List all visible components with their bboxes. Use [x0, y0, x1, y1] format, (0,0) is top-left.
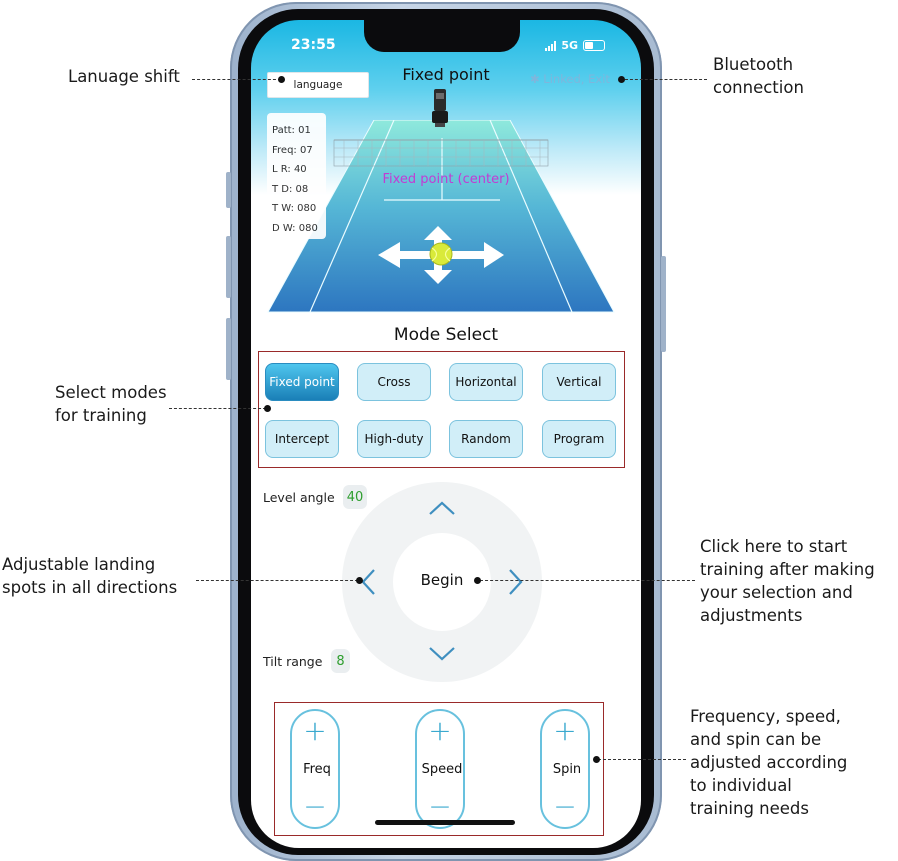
callout-text-line: connection — [713, 78, 804, 97]
callout-text-line: adjusted according — [690, 753, 848, 772]
callout-text-line: spots in all directions — [2, 578, 178, 597]
callout-text-line: training needs — [690, 799, 809, 818]
param-row: D W: 080 — [272, 222, 318, 234]
freq-control: + Freq − — [290, 709, 340, 829]
arrow-right-icon[interactable] — [508, 568, 524, 596]
param-row: L R: 40 — [272, 164, 307, 175]
callout-adjust-dot — [593, 756, 600, 763]
mode-button-random[interactable]: Random — [449, 420, 523, 458]
battery-icon — [583, 40, 605, 51]
notch — [364, 20, 520, 52]
modes-highlight-box — [258, 351, 625, 468]
tilt-range-label: Tilt range — [263, 654, 323, 669]
mute-switch — [226, 172, 231, 208]
arrow-up-icon[interactable] — [428, 500, 456, 516]
param-row: Freq: 07 — [272, 144, 313, 156]
callout-language: Lanuage shift — [68, 67, 180, 86]
spin-label: Spin — [552, 762, 582, 777]
callout-modes-line — [169, 408, 266, 409]
level-angle-label: Level angle — [263, 490, 335, 505]
level-angle-value: 40 — [343, 485, 367, 509]
callout-begin-line — [480, 580, 695, 581]
callout-modes: Select modes for training — [55, 381, 167, 427]
speed-plus-button[interactable]: + — [428, 714, 452, 747]
callout-text-line: adjustments — [700, 606, 803, 625]
speed-label: Speed — [421, 762, 463, 777]
spin-control: + Spin − — [540, 709, 590, 829]
callout-text-line: Bluetooth — [713, 55, 794, 74]
bluetooth-status-link[interactable]: ✱ Linked, Exit — [530, 72, 610, 86]
param-row: Patt: 01 — [272, 125, 311, 136]
mode-select-title: Mode Select — [393, 325, 499, 345]
callout-text-line: training after making — [700, 560, 875, 579]
spin-plus-button[interactable]: + — [553, 714, 577, 747]
home-indicator — [375, 820, 515, 825]
mode-button-horizontal[interactable]: Horizontal — [449, 363, 523, 401]
freq-minus-button[interactable]: − — [303, 790, 327, 823]
status-time: 23:55 — [291, 37, 336, 53]
spin-minus-button[interactable]: − — [553, 790, 577, 823]
app-screen: 23:55 5G language Fixed point ✱ Linked, … — [251, 20, 641, 848]
network-type: 5G — [561, 39, 578, 52]
callout-text-line: to individual — [690, 776, 792, 795]
callout-text-line: your selection and — [700, 583, 853, 602]
callout-text-line: for training — [55, 406, 147, 425]
callout-bluetooth-line — [625, 79, 707, 80]
callout-adjust-line — [598, 759, 686, 760]
callout-language-line — [192, 79, 281, 80]
mode-button-vertical[interactable]: Vertical — [542, 363, 616, 401]
callout-language-dot — [278, 76, 285, 83]
callout-adjust: Frequency, speed, and spin can be adjust… — [690, 705, 847, 820]
callout-begin: Click here to start training after makin… — [700, 535, 875, 627]
signal-icon — [545, 40, 557, 51]
callout-landing-dot — [356, 577, 363, 584]
speed-minus-button[interactable]: − — [428, 790, 452, 823]
tennis-court[interactable] — [266, 120, 626, 320]
tilt-range-value: 8 — [331, 649, 350, 673]
adjust-highlight-box — [274, 702, 604, 836]
speed-control: + Speed − — [415, 709, 465, 829]
callout-landing: Adjustable landing spots in all directio… — [2, 553, 177, 599]
param-row: T W: 080 — [272, 203, 317, 214]
freq-plus-button[interactable]: + — [303, 714, 327, 747]
mode-button-high-duty[interactable]: High-duty — [357, 420, 431, 458]
callout-text-line: Adjustable landing — [2, 555, 156, 574]
callout-text-line: Frequency, speed, — [690, 707, 841, 726]
arrow-left-icon[interactable] — [360, 568, 376, 596]
volume-down-button — [226, 318, 231, 380]
callout-bluetooth-dot — [618, 76, 625, 83]
callout-text-line: Click here to start — [700, 537, 848, 556]
status-indicators: 5G — [545, 39, 605, 52]
mode-button-fixed-point[interactable]: Fixed point — [265, 363, 339, 401]
callout-text-line: and spin can be — [690, 730, 822, 749]
direction-pad: Begin — [342, 482, 542, 682]
callout-landing-line — [196, 580, 358, 581]
mode-button-program[interactable]: Program — [542, 420, 616, 458]
callout-bluetooth: Bluetooth connection — [713, 53, 804, 99]
parameter-panel: Patt: 01 Freq: 07 L R: 40 T D: 08 T W: 0… — [267, 113, 326, 239]
begin-label: Begin — [420, 571, 464, 589]
mode-button-cross[interactable]: Cross — [357, 363, 431, 401]
callout-modes-dot — [264, 405, 271, 412]
target-label: Fixed point (center) — [382, 172, 510, 187]
bluetooth-icon: ✱ — [530, 72, 540, 86]
ball-launcher-icon — [432, 89, 448, 127]
arrow-down-icon[interactable] — [428, 646, 456, 662]
page-title: Fixed point — [402, 65, 490, 84]
language-button[interactable]: language — [267, 72, 369, 98]
param-row: T D: 08 — [272, 183, 309, 195]
volume-up-button — [226, 236, 231, 298]
callout-begin-dot — [474, 577, 481, 584]
mode-button-intercept[interactable]: Intercept — [265, 420, 339, 458]
power-button — [661, 256, 666, 352]
callout-text-line: Select modes — [55, 383, 167, 402]
freq-label: Freq — [303, 762, 331, 777]
